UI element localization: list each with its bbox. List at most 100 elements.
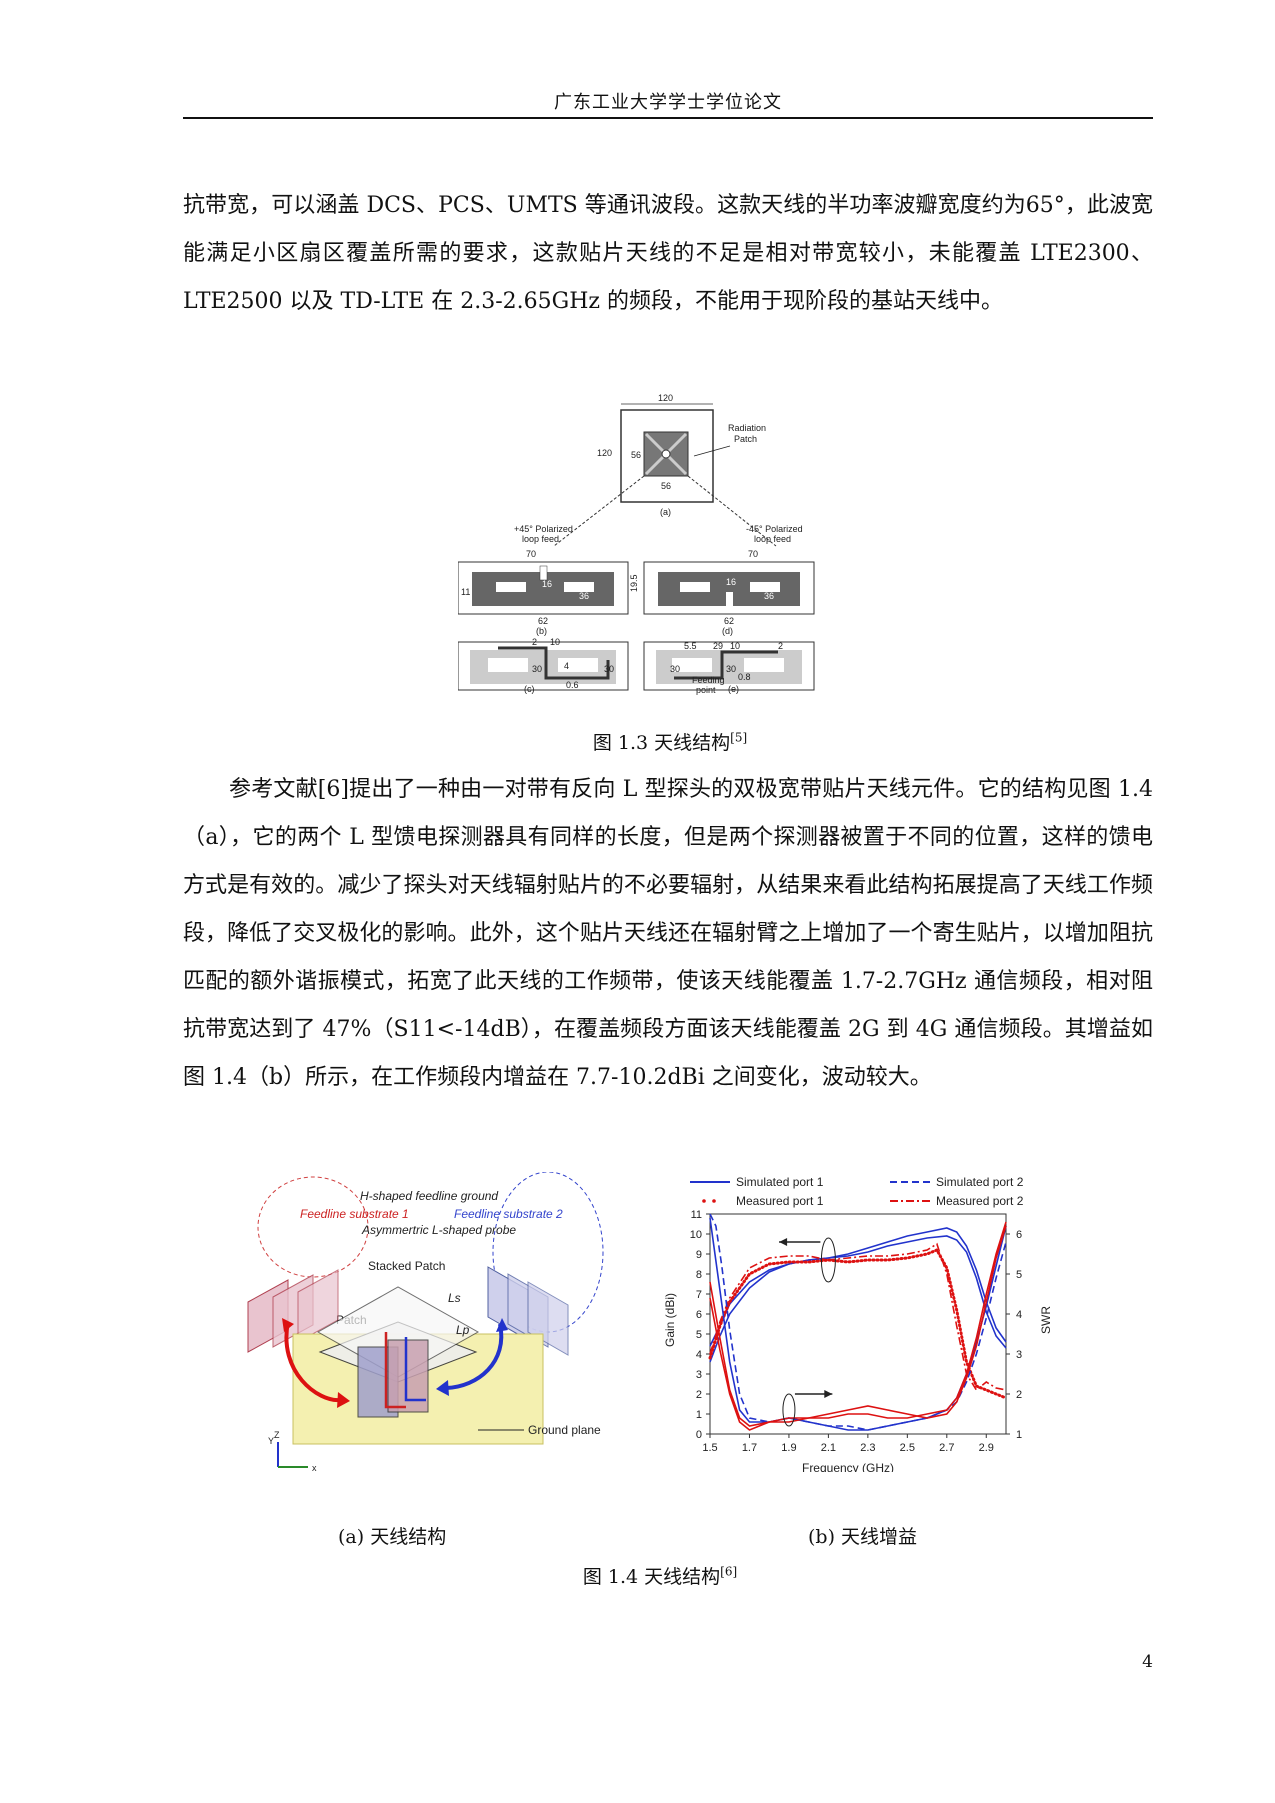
dim-29: 29 [713, 641, 723, 651]
figure-1-3-caption-text: 图 1.3 天线结构 [592, 732, 731, 754]
x-axis-label: Frequency (GHz) [802, 1461, 894, 1472]
series-gain-2 [708, 1248, 1008, 1400]
plus45-label-2: loop feed [522, 534, 559, 544]
dim-30-c2: 30 [604, 664, 614, 674]
figure-1-4a: H-shaped feedline ground Feedline substr… [247, 1172, 604, 1473]
axis-x-label: x [312, 1463, 317, 1473]
h-ground-label: H-shaped feedline ground [360, 1189, 498, 1203]
dim-5-5: 5.5 [684, 641, 697, 651]
y2-tick-label: 5 [1016, 1269, 1022, 1281]
dim-16-right: 16 [726, 577, 736, 587]
x-tick-label: 1.9 [781, 1442, 796, 1454]
figure-1-4b-subcaption: (b) 天线增益 [808, 1526, 918, 1548]
series-swr-4 [709, 1217, 1007, 1431]
y-tick-label: 0 [696, 1429, 702, 1441]
legend-meas-port2: Measured port 2 [936, 1194, 1024, 1208]
gain-axis-marker [820, 1237, 836, 1283]
legend-sim-port2: Simulated port 2 [936, 1175, 1024, 1189]
series-swr-7 [709, 1221, 1007, 1427]
figure-1-4a-subcaption: (a) 天线结构 [338, 1526, 447, 1548]
figure-1-3-caption: 图 1.3 天线结构[5] [540, 728, 800, 755]
y-tick-label: 1 [696, 1409, 702, 1421]
header-rule [183, 117, 1153, 119]
legend-meas-port1-dot [702, 1199, 706, 1203]
x-tick-label: 2.1 [821, 1442, 836, 1454]
figure-1-4-caption-text: 图 1.4 天线结构 [582, 1566, 721, 1588]
legend-sim-port1: Simulated port 1 [736, 1175, 824, 1189]
y-axis-label: Gain (dBi) [663, 1293, 677, 1347]
y-tick-label: 4 [696, 1349, 702, 1361]
sub-label-e: (e) [728, 684, 739, 694]
y-tick-label: 10 [690, 1229, 702, 1241]
dim-30-e2: 30 [726, 664, 736, 674]
feeding-label-1: Feeding [692, 675, 725, 685]
substrate-2-label: Feedline substrate 2 [454, 1207, 563, 1221]
dim-56-bottom: 56 [661, 481, 671, 491]
series-swr-6 [709, 1225, 1007, 1431]
plus45-label-1: +45° Polarized [514, 524, 573, 534]
feeding-label-2: point [696, 685, 716, 695]
x-tick-label: 2.9 [979, 1442, 994, 1454]
x-tick-label: 2.7 [939, 1442, 954, 1454]
dim-0-8: 0.8 [738, 672, 751, 682]
dim-36-right: 36 [764, 591, 774, 601]
dim-36-left: 36 [579, 591, 589, 601]
sub-label-b: (b) [536, 626, 547, 636]
y-tick-label: 5 [696, 1329, 702, 1341]
dim-16-left: 16 [542, 579, 552, 589]
dim-56-side: 56 [631, 450, 641, 460]
sub-label-a: (a) [660, 507, 671, 517]
axis-z-label: Z [274, 1430, 280, 1440]
stacked-patch-label: Stacked Patch [368, 1259, 445, 1273]
dim-4: 4 [564, 661, 569, 671]
x-tick-label: 1.7 [742, 1442, 757, 1454]
running-header: 广东工业大学学士学位论文 [554, 92, 782, 113]
y-tick-label: 11 [691, 1209, 702, 1221]
dim-2-e: 2 [778, 641, 783, 651]
ground-plane-label: Ground plane [528, 1423, 601, 1437]
x-tick-label: 2.5 [900, 1442, 915, 1454]
dim-120-side: 120 [597, 448, 612, 458]
paragraph-2: 参考文献[6]提出了一种由一对带有反向 L 型探头的双极宽带贴片天线元件。它的结… [183, 777, 1153, 1090]
radiation-patch-label-2: Patch [734, 434, 757, 444]
probe-label: Asymmertric L-shaped probe [361, 1223, 516, 1237]
dim-62-left: 62 [538, 616, 548, 626]
swr-axis-arrowhead [824, 1390, 833, 1398]
sub-label-c: (c) [524, 684, 535, 694]
x-tick-label: 1.5 [702, 1442, 717, 1454]
page-number: 4 [1142, 1652, 1153, 1672]
dim-0-6: 0.6 [566, 680, 579, 690]
y2-tick-label: 4 [1016, 1309, 1022, 1321]
ls-label: Ls [448, 1291, 461, 1305]
dim-19-5: 19.5 [629, 574, 639, 592]
minus45-label-2: loop feed [754, 534, 791, 544]
y2-tick-label: 6 [1016, 1229, 1022, 1241]
dim-120-top: 120 [658, 393, 673, 403]
legend-meas-port1: Measured port 1 [736, 1194, 824, 1208]
radiation-patch-label-1: Radiation [728, 423, 766, 433]
legend-meas-port1-dot-2 [712, 1199, 716, 1203]
figure-1-4-caption: 图 1.4 天线结构[6] [530, 1562, 790, 1589]
y-tick-label: 3 [696, 1369, 702, 1381]
series-gain-0 [709, 1227, 1007, 1363]
substrate-1-label: Feedline substrate 1 [300, 1207, 409, 1221]
series-gain-1 [709, 1235, 1007, 1349]
dim-70-left: 70 [526, 549, 536, 559]
figure-1-3: 120 120 56 56 Radiation Patch (a) +45° P… [458, 393, 815, 695]
dim-10-c: 10 [550, 637, 560, 647]
figure-1-3-caption-ref: [5] [730, 730, 748, 745]
dim-30-e1: 30 [670, 664, 680, 674]
dim-2-c: 2 [532, 637, 537, 647]
y2-tick-label: 3 [1016, 1349, 1022, 1361]
lp-label: Lp [456, 1323, 470, 1337]
sub-label-d: (d) [722, 626, 733, 636]
series-swr-5 [709, 1213, 1007, 1431]
y-tick-label: 6 [696, 1309, 702, 1321]
x-tick-label: 2.3 [860, 1442, 875, 1454]
y2-tick-label: 2 [1016, 1389, 1022, 1401]
dim-10-e: 10 [730, 641, 740, 651]
gain-axis-arrowhead [779, 1238, 788, 1246]
axis-y-label: Y [268, 1436, 274, 1446]
dim-62-right: 62 [724, 616, 734, 626]
figure-1-4b-chart: Simulated port 1 Simulated port 2 Measur… [663, 1175, 1053, 1472]
